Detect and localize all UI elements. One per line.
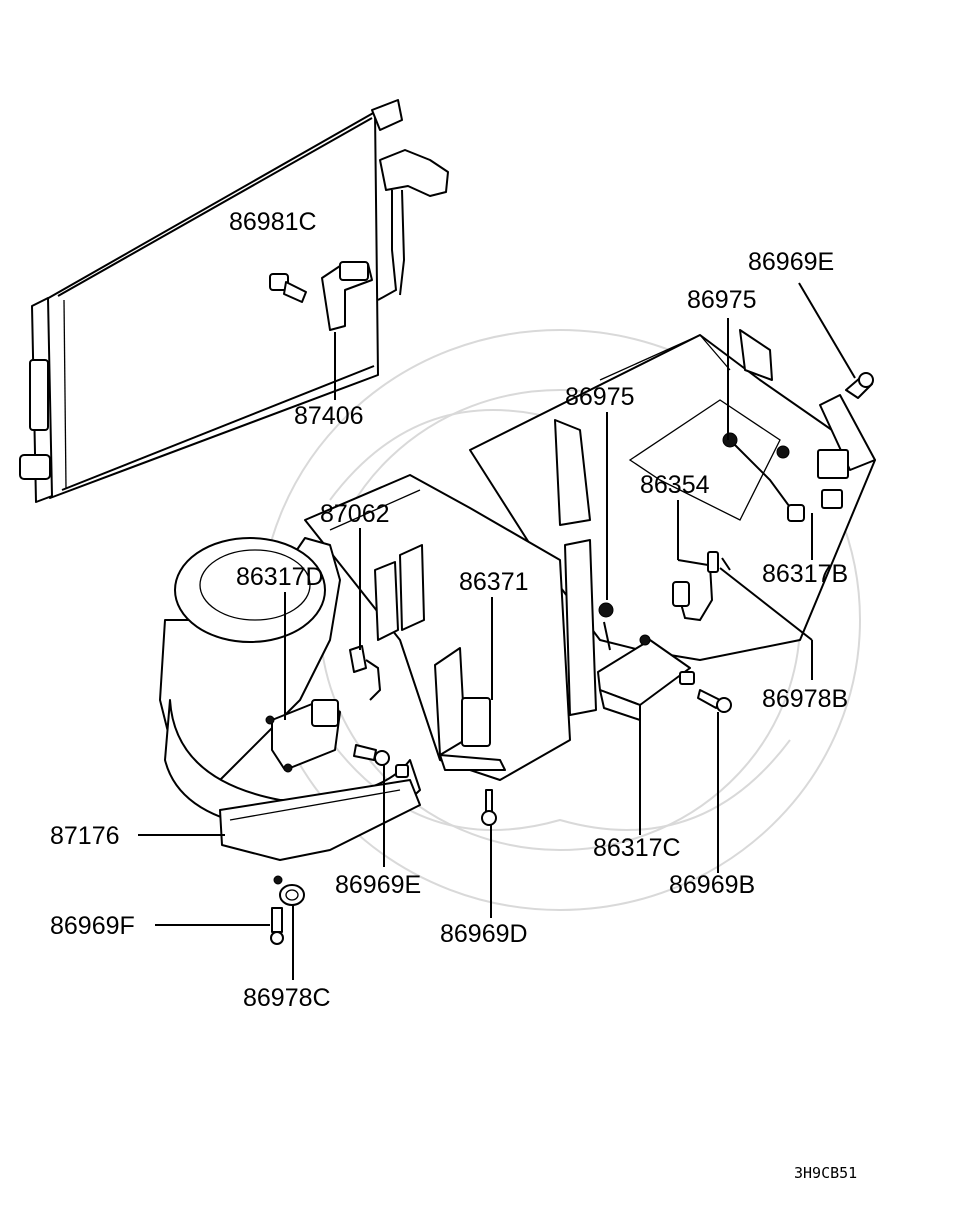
callout-86975-center: 86975 bbox=[565, 383, 635, 411]
callout-86969d: 86969D bbox=[440, 920, 528, 948]
callout-86978c: 86978C bbox=[243, 984, 331, 1012]
callout-86969b: 86969B bbox=[669, 871, 755, 899]
sensor-harness bbox=[672, 551, 731, 622]
actuator-86317d bbox=[265, 699, 341, 773]
clip-87062 bbox=[349, 645, 382, 701]
drawing-code: 3H9CB51 bbox=[794, 1164, 857, 1182]
screw-86969b bbox=[697, 689, 732, 713]
duct-housing bbox=[304, 474, 571, 781]
callout-86317d: 86317D bbox=[236, 563, 324, 591]
condenser bbox=[19, 99, 449, 503]
callout-86317c: 86317C bbox=[593, 834, 681, 862]
callout-86978b: 86978B bbox=[762, 685, 848, 713]
screw-86969d bbox=[481, 789, 497, 826]
callout-86317b: 86317B bbox=[762, 560, 848, 588]
callout-86969f: 86969F bbox=[50, 912, 135, 940]
callout-86354: 86354 bbox=[640, 471, 710, 499]
callout-86981c: 86981C bbox=[229, 208, 317, 236]
leader-lines bbox=[138, 282, 856, 980]
screw-86969e-lower bbox=[353, 744, 409, 778]
callout-86969e-lower: 86969E bbox=[335, 871, 421, 899]
blower-unit bbox=[159, 537, 421, 861]
heater-unit-housing bbox=[469, 329, 876, 716]
linkage-rod bbox=[722, 432, 805, 522]
bolt-86981c bbox=[269, 273, 307, 303]
spring-clip-86978c bbox=[273, 875, 305, 906]
screw-86969f bbox=[270, 907, 284, 945]
callout-86969e-upper: 86969E bbox=[748, 248, 834, 276]
screw-86969e-upper bbox=[845, 372, 874, 399]
sensor-bracket-87406 bbox=[321, 261, 373, 331]
callout-86975-upper: 86975 bbox=[687, 286, 757, 314]
actuator-86317c bbox=[597, 602, 695, 721]
callout-87406: 87406 bbox=[294, 402, 364, 430]
callout-86371: 86371 bbox=[459, 568, 529, 596]
callout-87176: 87176 bbox=[50, 822, 120, 850]
callout-87062: 87062 bbox=[320, 500, 390, 528]
